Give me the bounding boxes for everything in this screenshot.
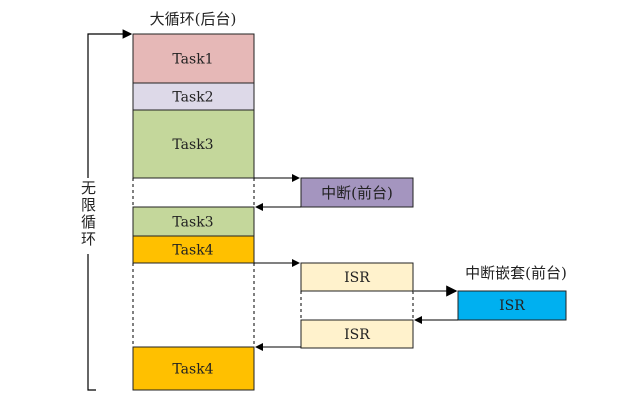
interrupt-label: 中断(前台) [321, 184, 393, 202]
interrupt-box [300, 177, 414, 208]
task-label: Task2 [172, 90, 213, 106]
loop-label: 无限循环 [79, 180, 97, 248]
nested-isr-label: ISR [499, 298, 525, 314]
nested-isr-box [457, 290, 567, 321]
task-block [132, 206, 255, 237]
isr-label-2: ISR [344, 327, 370, 343]
task-label: Task3 [172, 215, 213, 231]
task-block [132, 109, 255, 179]
isr-box-1 [300, 262, 414, 292]
task-block [132, 33, 255, 84]
task-label: Task4 [172, 243, 213, 259]
task-label: Task3 [172, 137, 213, 153]
isr-label-1: ISR [344, 270, 370, 286]
task-block [132, 235, 255, 264]
task-label: Task4 [172, 362, 213, 378]
nested-label: 中断嵌套(前台) [465, 264, 567, 282]
task-label: Task1 [172, 52, 213, 68]
title: 大循环(后台) [150, 10, 237, 28]
task-block [132, 346, 255, 391]
isr-box-2 [300, 319, 414, 349]
